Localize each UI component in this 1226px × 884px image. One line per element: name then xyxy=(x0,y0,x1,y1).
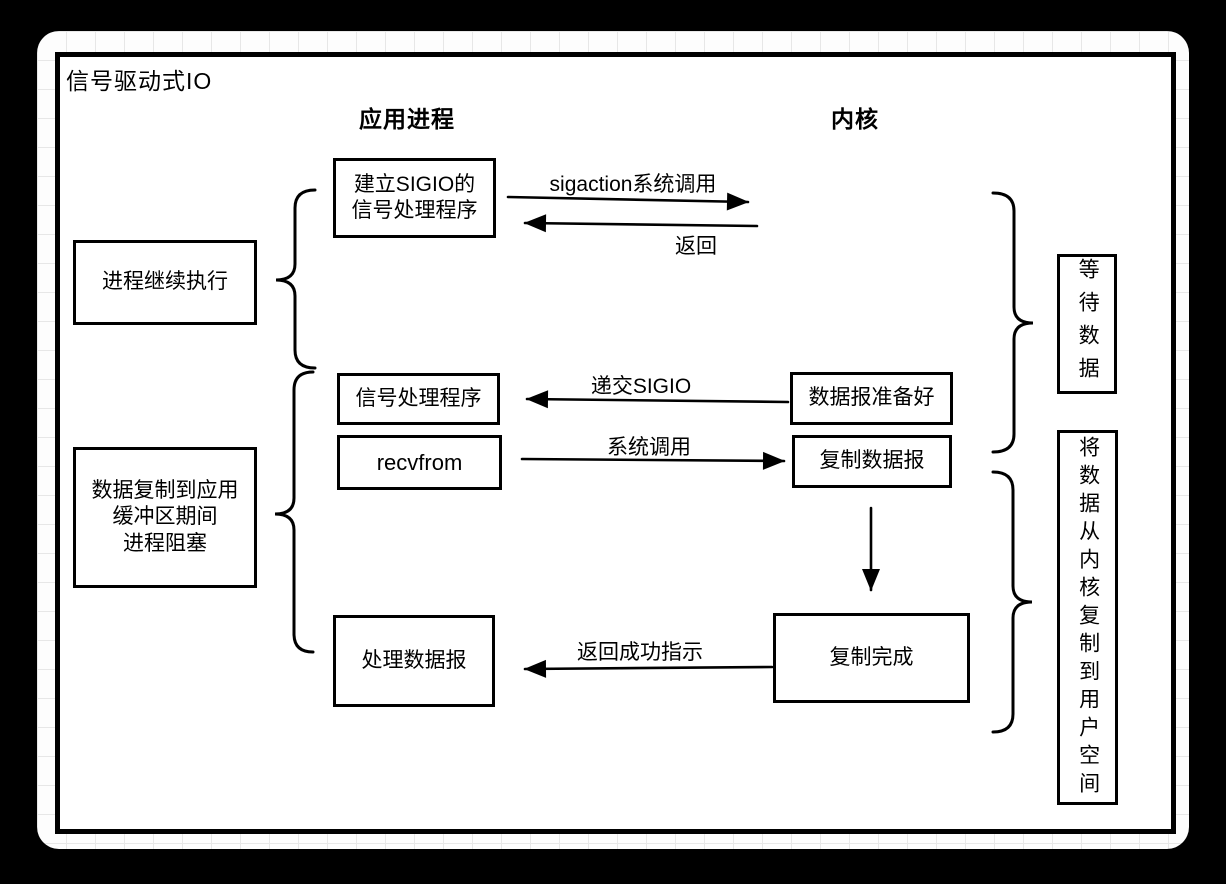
label-return: 返回 xyxy=(675,235,717,258)
box-copy-datagram: 复制数据报 xyxy=(792,435,952,488)
box-wait-data: 等待数据 xyxy=(1057,254,1117,394)
box-copy-kernel-to-user: 将数据从内核复制到用户空间 xyxy=(1057,430,1118,805)
label-syscall: 系统调用 xyxy=(607,436,691,459)
label-deliver-sigio: 递交SIGIO xyxy=(590,375,692,398)
box-recvfrom: recvfrom xyxy=(337,435,502,490)
box-process-continues: 进程继续执行 xyxy=(73,240,257,325)
box-copy-complete: 复制完成 xyxy=(773,613,970,703)
label-return-success: 返回成功指示 xyxy=(577,641,703,664)
box-handle-datagram: 处理数据报 xyxy=(333,615,495,707)
box-process-blocked: 数据复制到应用 缓冲区期间 进程阻塞 xyxy=(73,447,257,588)
diagram-frame xyxy=(55,52,1176,834)
diagram-title: 信号驱动式IO xyxy=(66,68,213,94)
box-setup-sigio-handler: 建立SIGIO的 信号处理程序 xyxy=(333,158,496,238)
box-signal-handler: 信号处理程序 xyxy=(337,373,500,425)
column-header-application-process: 应用进程 xyxy=(359,106,455,132)
label-sigaction-syscall: sigaction系统调用 xyxy=(549,173,717,196)
column-header-kernel: 内核 xyxy=(831,106,879,132)
box-datagram-ready: 数据报准备好 xyxy=(790,372,953,425)
